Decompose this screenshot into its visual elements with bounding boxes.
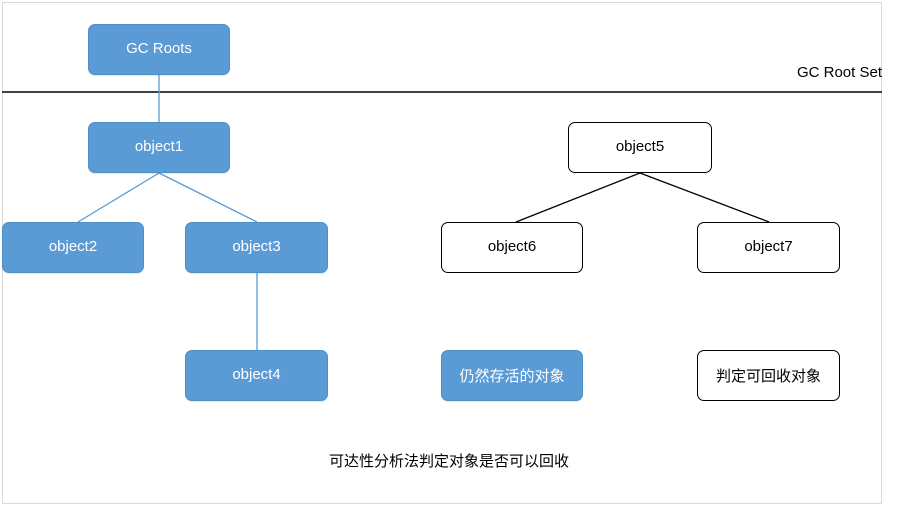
legend-recyclable-label: 判定可回收对象 <box>715 368 821 385</box>
node-gc-roots-label: GC Roots <box>126 40 192 58</box>
node-object1[interactable]: object1 <box>88 122 230 173</box>
edge-object1-object3 <box>158 172 258 223</box>
legend-alive-label: 仍然存活的对象 <box>459 368 565 385</box>
node-object7[interactable]: object7 <box>697 222 840 273</box>
node-object3-label: object3 <box>232 238 281 256</box>
legend-alive-swatch: 仍然存活的对象 <box>441 350 583 401</box>
node-object5-label: object5 <box>615 138 665 156</box>
edge-object5-object7 <box>639 172 770 223</box>
node-object4[interactable]: object4 <box>185 350 328 401</box>
node-object6-label: object6 <box>487 238 537 256</box>
node-gc-roots[interactable]: GC Roots <box>88 24 230 75</box>
gc-root-set-label: GC Root Set <box>796 64 882 81</box>
node-object4-label: object4 <box>232 366 281 384</box>
node-object1-label: object1 <box>134 138 184 156</box>
legend-recyclable-swatch: 判定可回收对象 <box>697 350 840 401</box>
node-object7-label: object7 <box>744 238 793 256</box>
edge-object5-object6 <box>515 172 641 223</box>
diagram-caption: 可达性分析法判定对象是否可以回收 <box>328 453 569 470</box>
node-object5[interactable]: object5 <box>568 122 712 173</box>
node-object6[interactable]: object6 <box>441 222 583 273</box>
node-object2[interactable]: object2 <box>2 222 144 273</box>
node-object3[interactable]: object3 <box>185 222 328 273</box>
node-object2-label: object2 <box>48 238 98 256</box>
edge-object1-object2 <box>77 172 160 223</box>
